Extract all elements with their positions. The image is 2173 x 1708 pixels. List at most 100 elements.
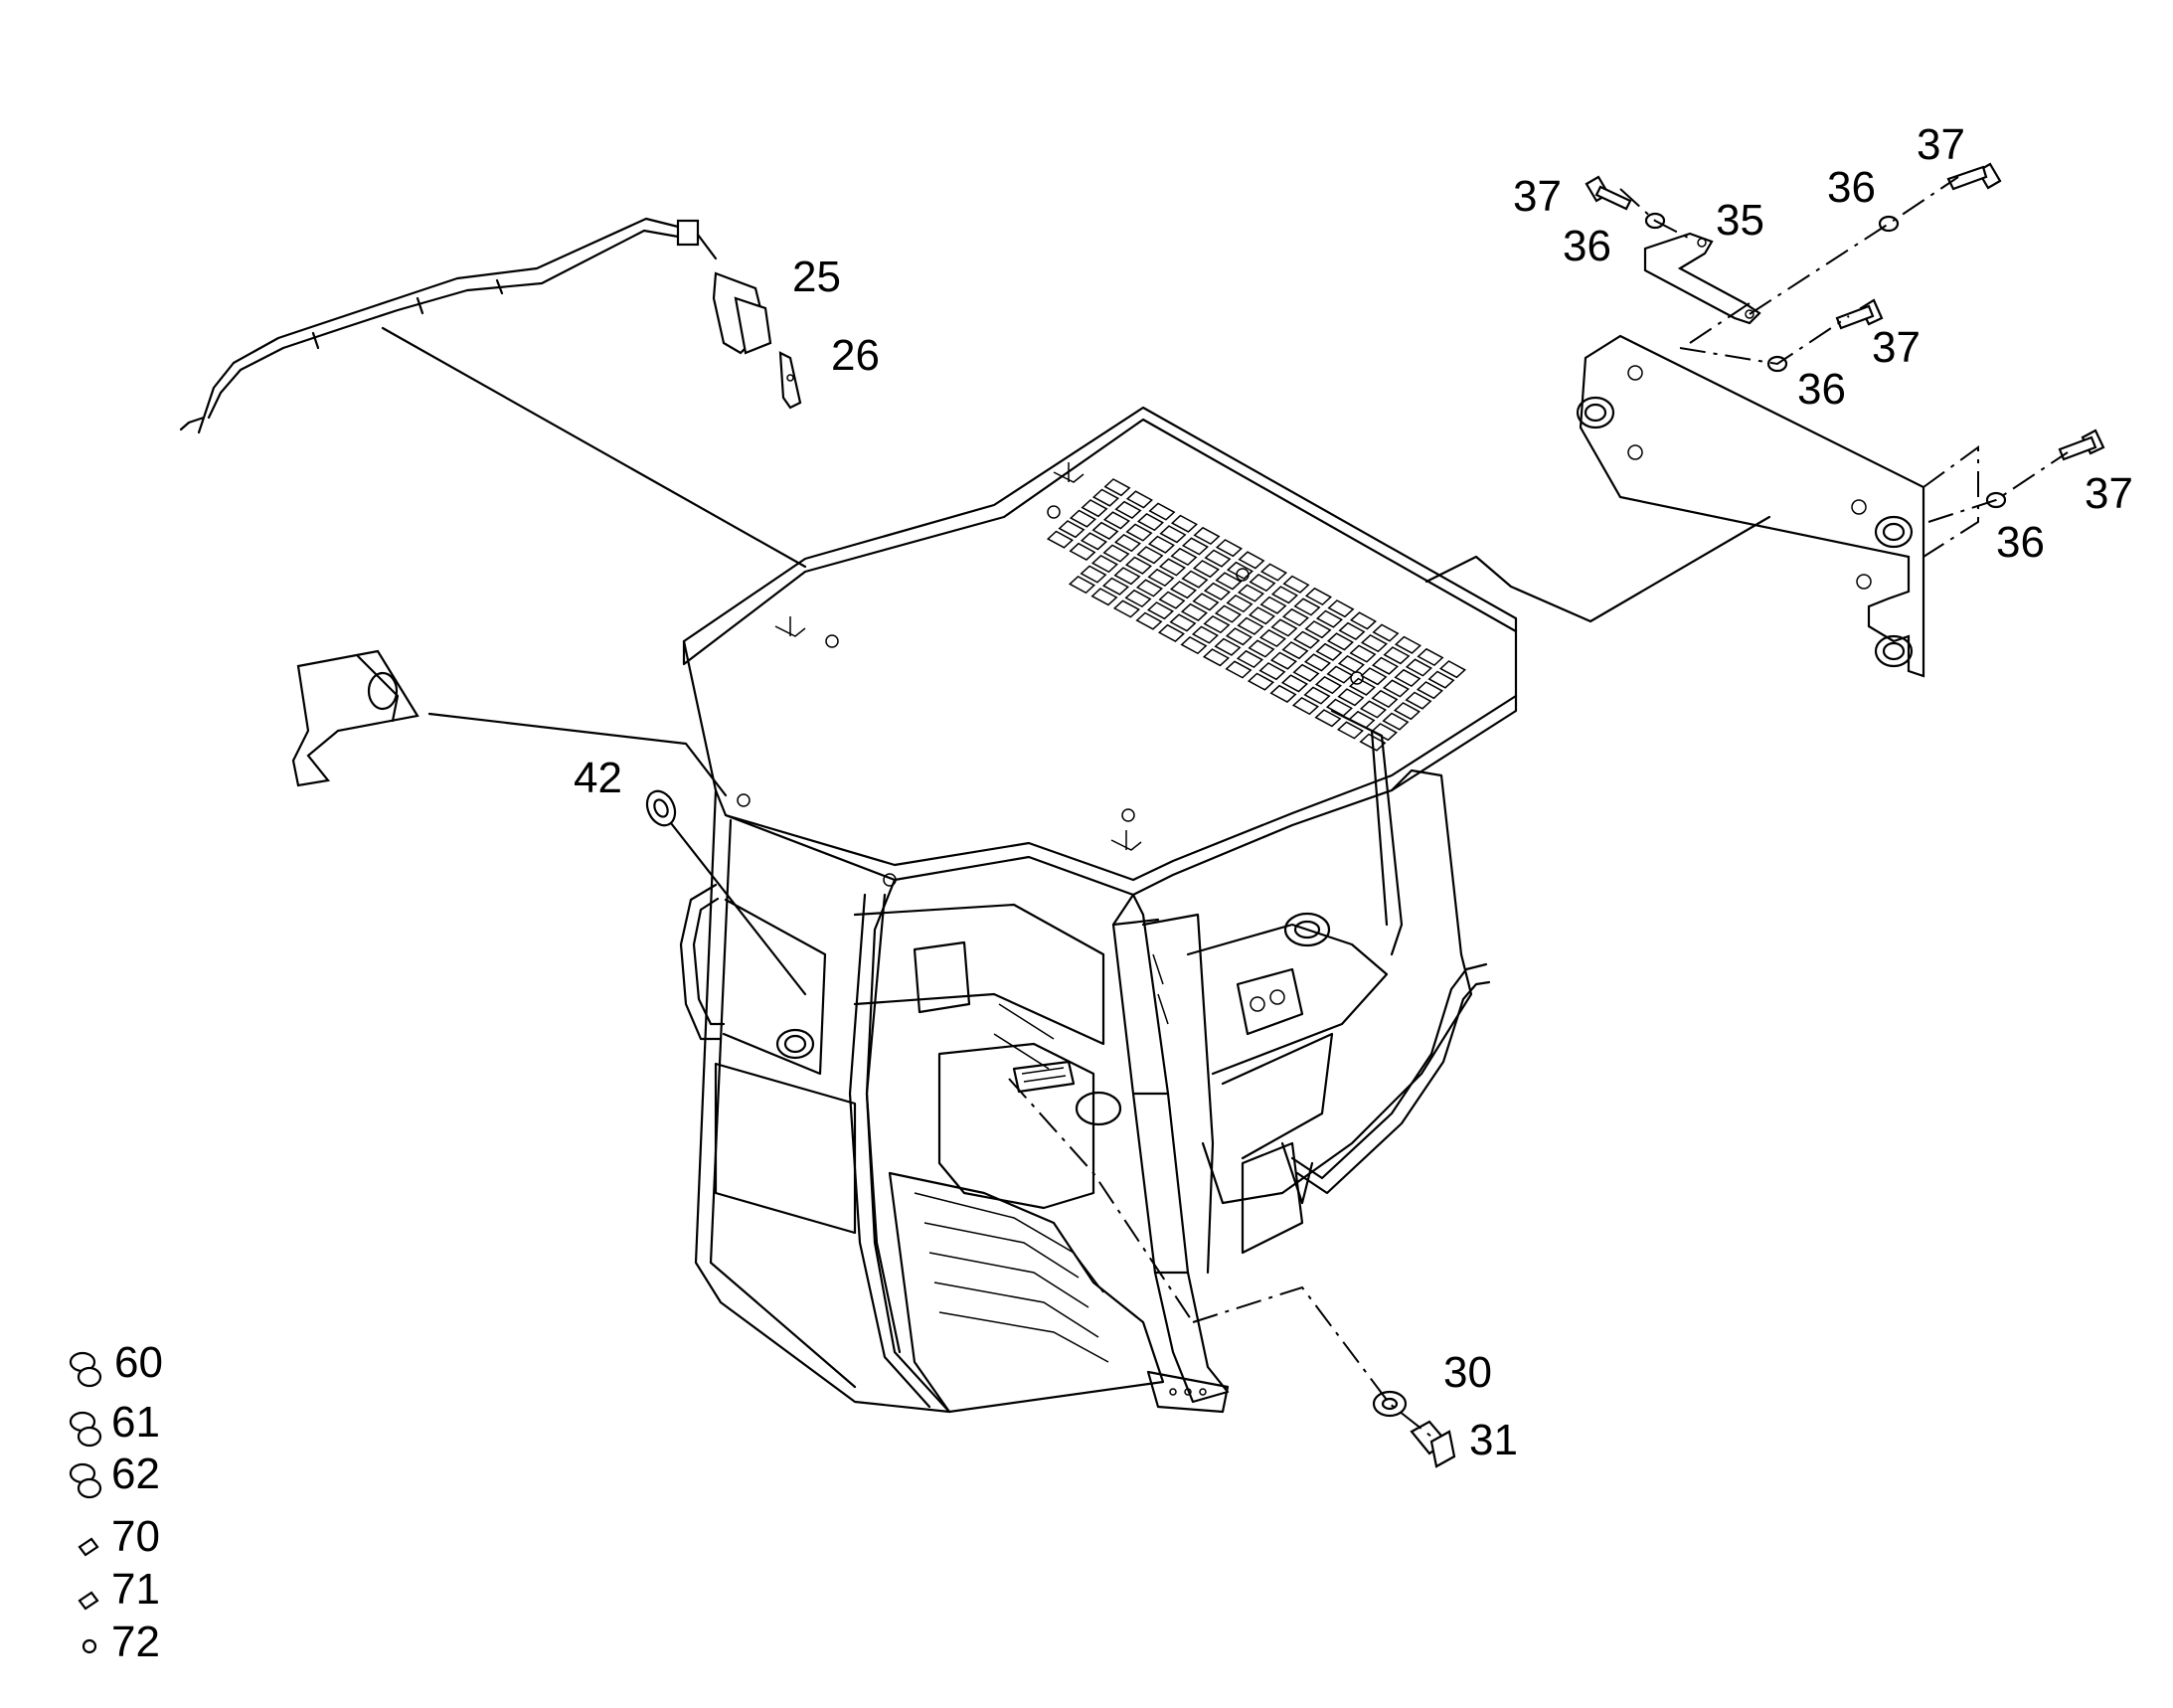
vent-cell <box>1427 670 1455 689</box>
vent-cell <box>1281 641 1309 660</box>
vent-cell <box>1136 512 1164 532</box>
vent-cell <box>1371 689 1399 709</box>
vent-cell <box>1125 523 1153 542</box>
cab-floor <box>888 1171 1165 1414</box>
right-front-post <box>1111 893 1230 1404</box>
cab-roof <box>682 418 1518 897</box>
nut-icon <box>82 1638 97 1654</box>
vent-cell <box>1248 639 1275 658</box>
vent-cell <box>1181 570 1209 589</box>
vent-cell <box>1147 568 1175 588</box>
vent-cell <box>1394 668 1421 688</box>
vent-cell <box>1159 525 1187 544</box>
vent-cell <box>1226 561 1254 580</box>
vent-cell <box>1370 723 1398 742</box>
vent-cell <box>1258 628 1286 648</box>
callout-31: 31 <box>1469 1416 1518 1464</box>
vent-cell <box>1158 558 1186 577</box>
vent-cell <box>1383 646 1411 665</box>
kit-icons <box>69 1351 102 1654</box>
vent-cell <box>1405 658 1432 677</box>
vent-cell <box>1337 688 1365 707</box>
vent-cell <box>1146 601 1174 620</box>
vent-cell <box>1238 551 1265 570</box>
vent-cell <box>1338 621 1366 640</box>
vent-cell <box>1214 637 1242 656</box>
rocker-switch-part-25 <box>712 271 772 355</box>
vent-cell <box>1157 623 1185 642</box>
vent-cell <box>1080 565 1107 584</box>
kit-label-61: 61 <box>111 1398 160 1447</box>
vent-cell <box>1112 599 1140 618</box>
vent-cell <box>1416 681 1443 700</box>
callout-37: 37 <box>1917 120 1965 169</box>
left-grab-handle <box>679 883 723 1041</box>
vent-cell <box>1204 549 1232 568</box>
vent-cell <box>1348 677 1376 696</box>
vent-cell <box>1069 509 1096 528</box>
vent-cell <box>1193 526 1221 546</box>
vent-cell <box>1393 702 1421 721</box>
side-bracket <box>291 649 419 787</box>
vent-cell <box>1360 633 1388 653</box>
vent-cell <box>1103 478 1131 497</box>
vent-cell <box>1192 593 1220 611</box>
vent-cell <box>1158 591 1186 609</box>
vent-cell <box>1293 598 1321 616</box>
roof-vent-grid <box>1046 478 1466 752</box>
vent-cell <box>1282 575 1310 594</box>
callout-37: 37 <box>1872 323 1921 372</box>
vent-cell <box>1080 532 1107 551</box>
vent-cell <box>1169 613 1197 632</box>
screw-icon <box>78 1591 99 1611</box>
vent-cell <box>1269 684 1297 703</box>
vent-cell <box>1359 733 1387 752</box>
right-grab-handle <box>1290 962 1488 1180</box>
grease-fitting-icon <box>69 1411 102 1448</box>
vent-cell <box>1291 696 1319 716</box>
vent-cell <box>1303 686 1331 705</box>
vent-cell <box>1315 609 1343 628</box>
callout-37: 37 <box>2085 469 2133 518</box>
vent-cell <box>1113 533 1141 553</box>
vent-cell <box>1135 611 1163 630</box>
vent-cell <box>1394 635 1421 654</box>
vent-cell <box>1258 662 1286 681</box>
callout-37: 37 <box>1513 172 1562 221</box>
clip-part-26 <box>778 351 802 410</box>
vent-cell <box>1113 567 1141 586</box>
vent-cell <box>1215 572 1243 591</box>
vent-cell <box>1438 660 1466 679</box>
vent-cell <box>1114 500 1142 519</box>
screw-icon <box>78 1537 99 1557</box>
callout-35: 35 <box>1716 196 1764 245</box>
vent-cell <box>1292 663 1320 682</box>
vent-cell <box>1280 674 1308 693</box>
vent-cell <box>1417 647 1444 667</box>
vent-cell <box>1225 660 1253 679</box>
vent-cell <box>1147 535 1175 554</box>
vent-cell <box>1203 614 1231 634</box>
vent-cell <box>1215 539 1243 558</box>
vent-cell <box>1091 521 1119 540</box>
vent-cell <box>1326 632 1354 651</box>
vent-cell <box>1046 530 1074 549</box>
vent-cell <box>1180 635 1208 655</box>
vent-cell <box>1136 546 1164 565</box>
wiring-harness <box>179 217 718 434</box>
vent-cell <box>1226 594 1254 613</box>
vent-cell <box>1236 649 1263 669</box>
vent-cell <box>1405 691 1432 710</box>
callout-42: 42 <box>574 754 622 802</box>
cab-frame <box>679 406 1518 1414</box>
vent-cell <box>1069 542 1096 561</box>
vent-cell <box>1349 644 1377 663</box>
kit-label-60: 60 <box>114 1338 163 1387</box>
vent-cell <box>1248 606 1275 625</box>
leader-lines <box>381 176 2069 1438</box>
vent-cell <box>1292 630 1320 649</box>
kit-label-70: 70 <box>111 1512 160 1561</box>
callout-25: 25 <box>792 253 841 301</box>
bolt-part-31 <box>1410 1420 1456 1468</box>
vent-cell <box>1169 581 1197 599</box>
